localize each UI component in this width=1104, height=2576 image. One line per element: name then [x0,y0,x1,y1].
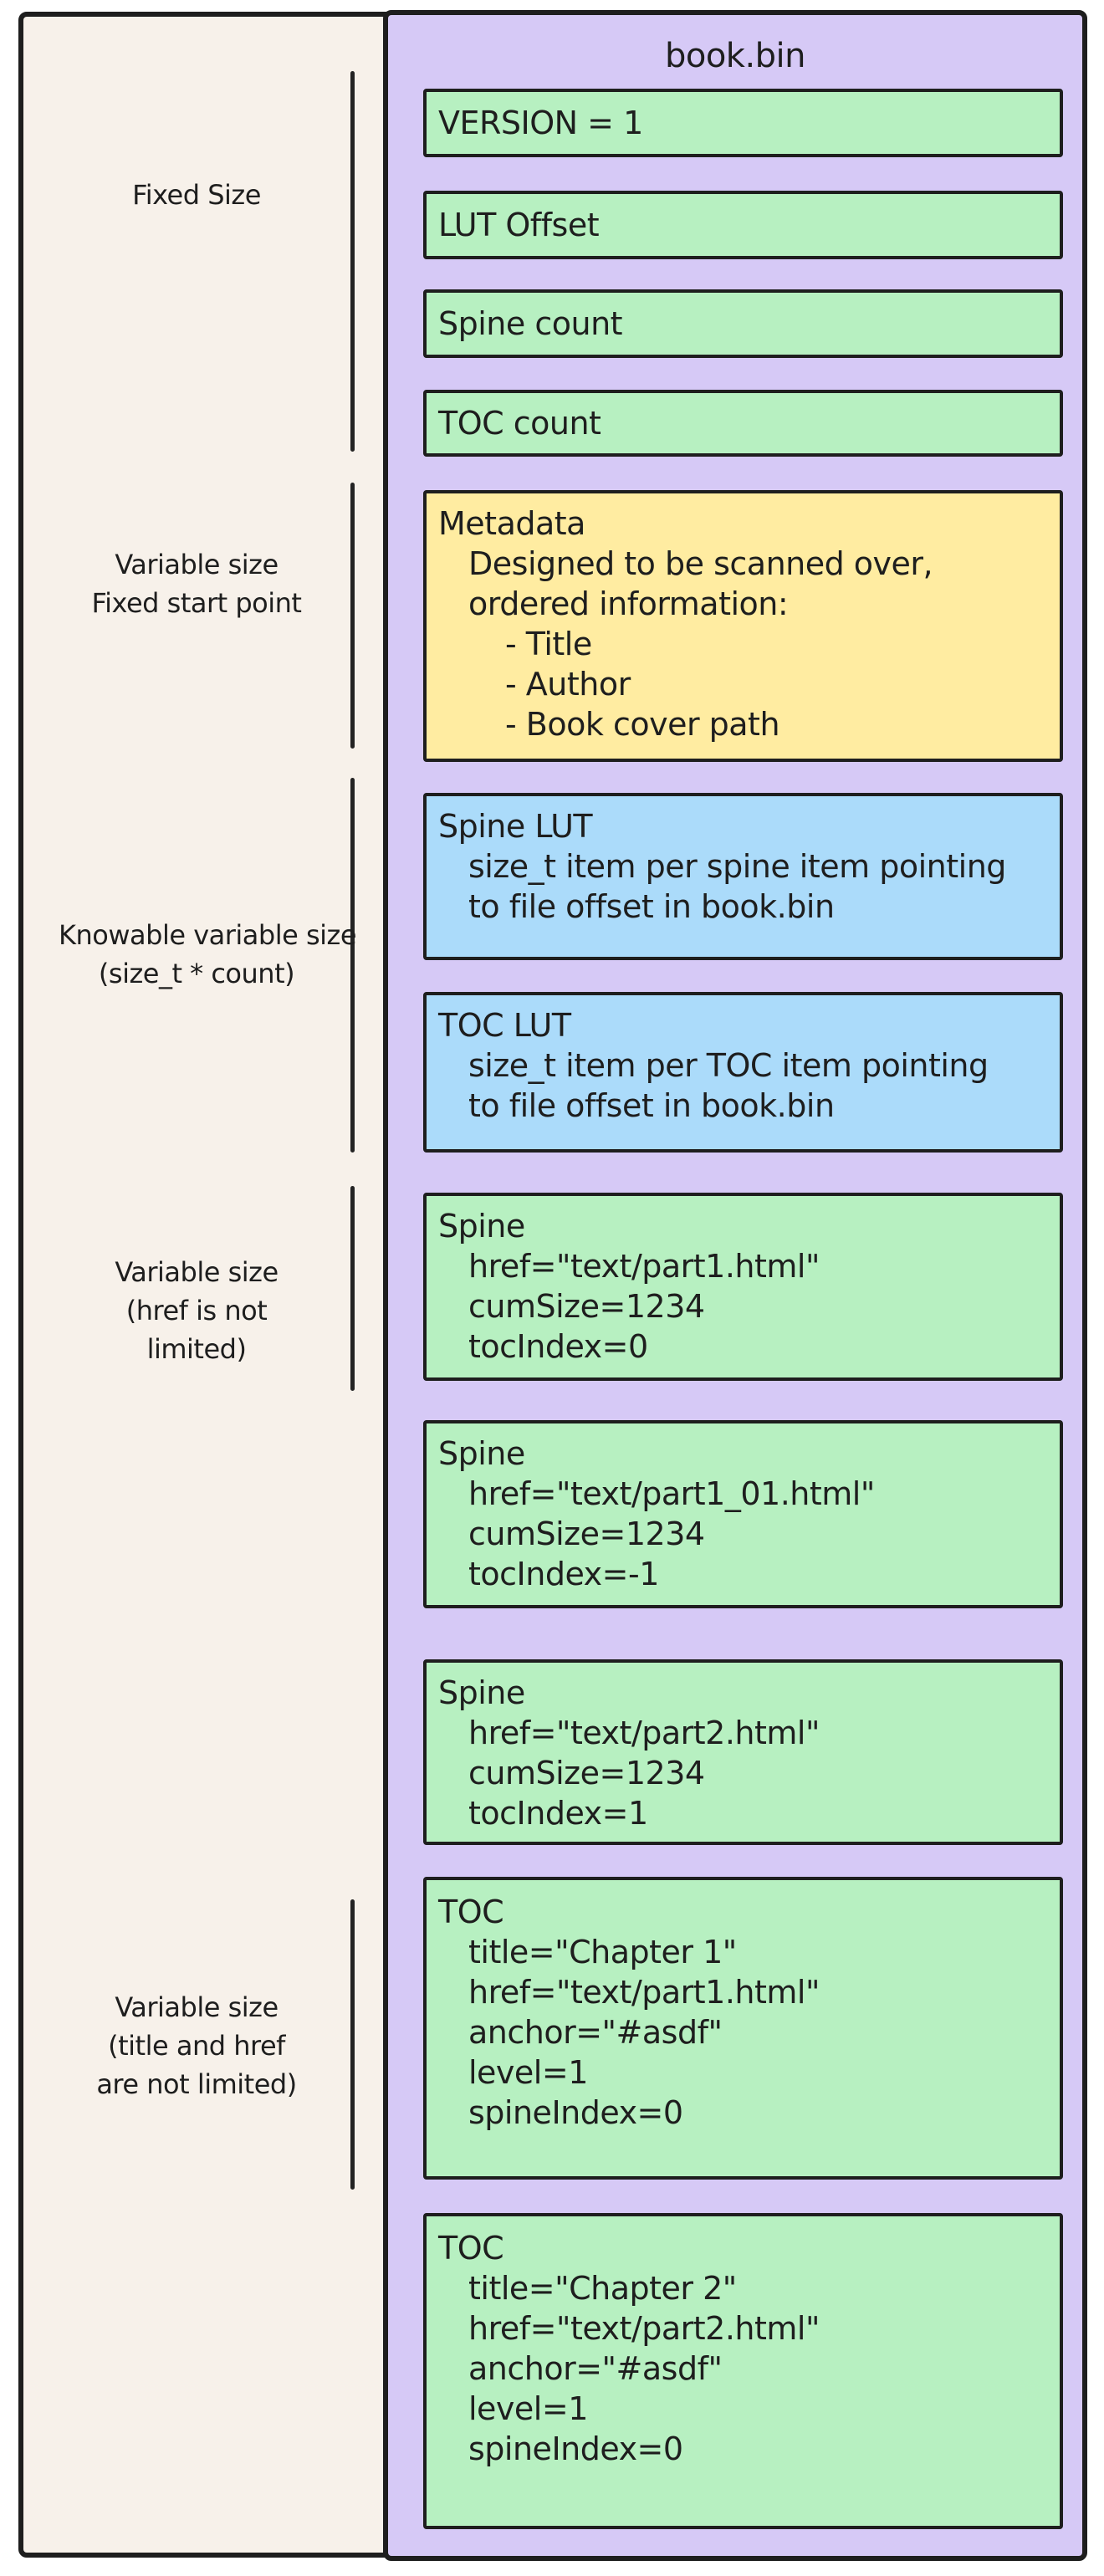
field-box-spine-count: Spine count [423,289,1063,358]
diagram-title: book.bin [664,37,806,75]
box-text-line: to file offset in book.bin [468,1087,835,1124]
side-label-line: (title and href [108,2030,285,2062]
section-bracket-line [350,1186,355,1391]
box-text-line: Spine [438,1208,525,1245]
box-text-line: cumSize=1234 [468,1515,705,1552]
side-label-line: Fixed start point [91,587,302,619]
side-label-line: Fixed Size [132,179,261,211]
box-text-line: tocIndex=0 [468,1328,648,1365]
box-text-line: TOC [438,2230,504,2267]
side-label-line: Knowable variable size [59,919,357,951]
box-text-line: anchor="#asdf" [468,2014,723,2051]
box-text-line: size_t item per TOC item pointing [468,1047,989,1084]
box-text-line: Designed to be scanned over, [468,545,933,582]
box-text-line: level=1 [468,2390,588,2427]
field-box-lut-offset: LUT Offset [423,191,1063,259]
side-label-line: Variable size [115,1256,279,1288]
box-text-line: TOC count [438,405,601,442]
box-text-line: href="text/part1.html" [468,1974,820,2011]
box-text-line: level=1 [468,2054,588,2091]
box-text-line: tocIndex=1 [468,1795,648,1832]
box-text-line: Spine LUT [438,808,593,845]
side-label-line: (size_t * count) [98,958,295,989]
box-text-line: anchor="#asdf" [468,2350,723,2387]
side-label-line: limited) [146,1333,247,1365]
spine-box: Spine href="text/part2.html" cumSize=1234 t… [423,1659,1063,1845]
box-text-line: cumSize=1234 [468,1755,705,1791]
side-label-line: (href is not [125,1295,268,1326]
side-label: Variable size (href is not limited) [59,1253,335,1368]
field-box-version: VERSION = 1 [423,89,1063,157]
box-text-line: href="text/part1.html" [468,1248,820,1285]
side-label: Knowable variable size (size_t * count) [59,916,357,993]
section-bracket-line [350,778,355,1153]
section-bracket-line [350,71,355,452]
side-label-line: are not limited) [96,2068,297,2100]
box-text-line: tocIndex=-1 [468,1556,659,1592]
box-text-line: - Author [505,666,631,703]
box-text-line: - Book cover path [505,706,780,743]
side-label-line: Variable size [115,1991,279,2023]
box-text-line: Spine count [438,305,623,342]
section-bracket-line [350,483,355,749]
field-box-toc-count: TOC count [423,390,1063,457]
box-text-line: ordered information: [468,585,789,622]
box-text-line: title="Chapter 1" [468,1934,737,1970]
box-text-line: Spine [438,1674,525,1711]
box-text-line: LUT Offset [438,207,600,243]
box-text-line: href="text/part1_01.html" [468,1475,875,1512]
side-label: Variable size (title and href are not limi… [59,1988,335,2103]
box-text-line: TOC LUT [438,1007,571,1044]
box-text-line: size_t item per spine item pointing [468,848,1006,885]
box-text-line: TOC [438,1894,504,1930]
box-text-line: spineIndex=0 [468,2094,683,2131]
toc-box: TOC title="Chapter 1" href="text/part1.htm… [423,1877,1063,2180]
box-text-line: cumSize=1234 [468,1288,705,1325]
box-text-line: title="Chapter 2" [468,2270,737,2307]
box-text-line: href="text/part2.html" [468,2310,820,2347]
box-text-line: to file offset in book.bin [468,888,835,925]
box-text-line: Spine [438,1435,525,1472]
section-bracket-line [350,1899,355,2190]
side-label-line: Variable size [115,549,279,580]
box-text-line: Metadata [438,505,585,542]
box-text-line: - Title [505,626,592,662]
box-text-line: href="text/part2.html" [468,1715,820,1751]
box-text-line: spineIndex=0 [468,2430,683,2467]
box-text-line: VERSION = 1 [438,105,643,141]
side-label: Fixed Size [59,176,335,214]
